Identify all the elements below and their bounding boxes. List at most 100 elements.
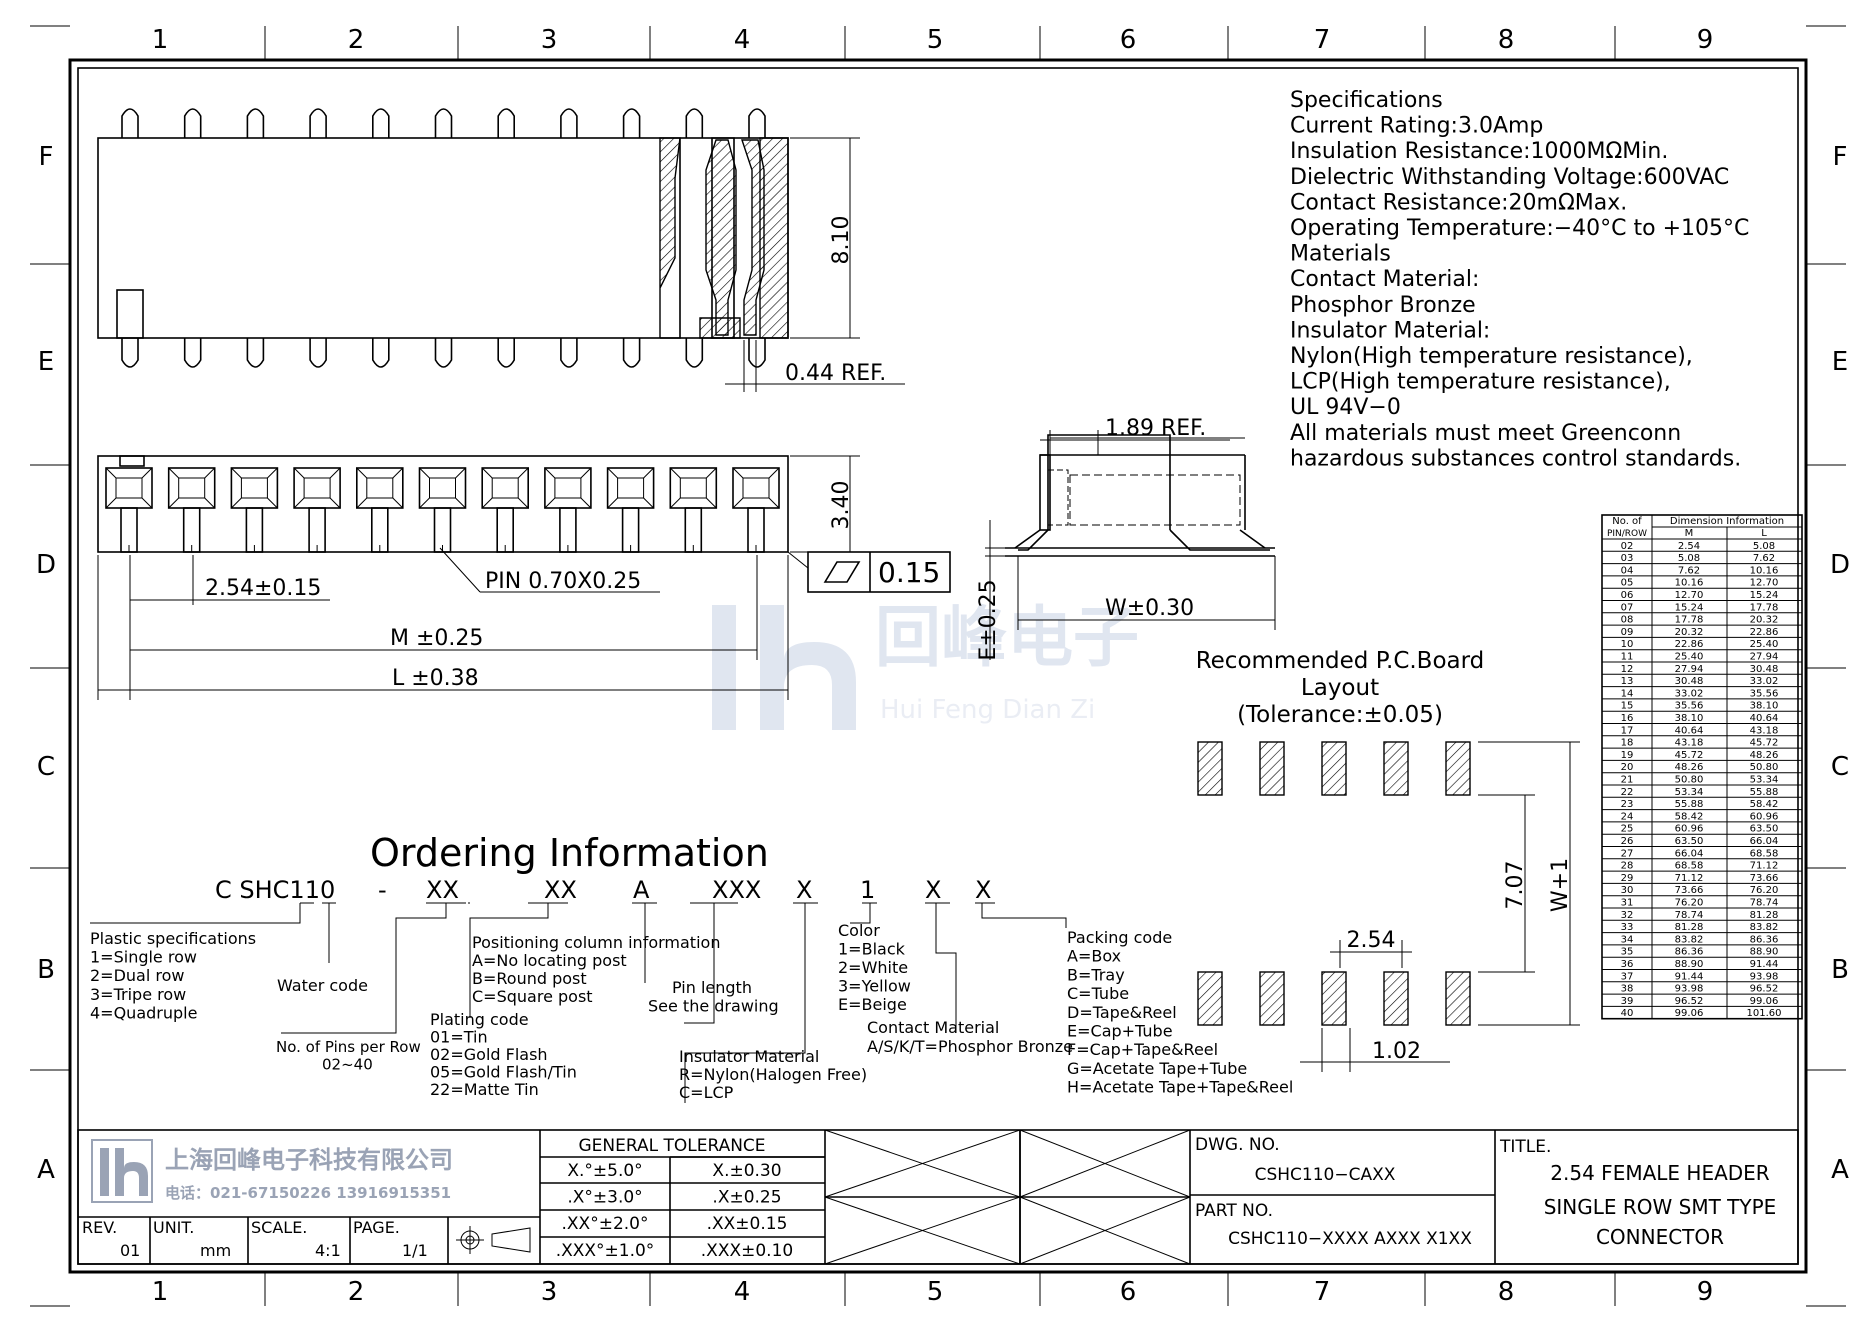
table-cell-l: 30.48 <box>1750 664 1779 675</box>
table-cell-pins: 09 <box>1621 627 1634 638</box>
table-cell-pins: 21 <box>1621 775 1634 786</box>
page-value: 1/1 <box>402 1241 428 1260</box>
table-cell-m: 91.44 <box>1675 971 1704 982</box>
table-cell-pins: 30 <box>1621 885 1634 896</box>
column-marker: 4 <box>734 1277 751 1307</box>
ordering-line: A/S/K/T=Phosphor Bronze <box>867 1037 1073 1056</box>
spec-line: Phosphor Bronze <box>1290 293 1476 318</box>
ordering-line: 1=Black <box>838 940 906 959</box>
table-cell-pins: 39 <box>1621 996 1634 1007</box>
ordering-line: 3=Tripe row <box>90 985 186 1004</box>
table-cell-l: 66.04 <box>1750 836 1779 847</box>
row-marker: F <box>1833 142 1848 172</box>
table-cell-pins: 07 <box>1621 602 1634 613</box>
table-cell-l: 25.40 <box>1750 639 1779 650</box>
ordering-line: C=Square post <box>472 987 593 1006</box>
tolerance-angle: .X°±3.0° <box>567 1188 642 1208</box>
table-header-pins: No. of <box>1612 516 1642 527</box>
table-cell-m: 38.10 <box>1675 713 1704 724</box>
table-row: 37 91.44 93.98 <box>1621 971 1779 982</box>
spec-line: Nylon(High temperature resistance), <box>1290 344 1693 369</box>
tolerance-linear: .XX±0.15 <box>707 1214 788 1234</box>
ordering-line: Pin length <box>672 978 752 997</box>
table-cell-pins: 20 <box>1621 762 1634 773</box>
table-cell-l: 93.98 <box>1750 971 1779 982</box>
table-cell-m: 7.62 <box>1678 565 1700 576</box>
ordering-line: 2=Dual row <box>90 966 184 985</box>
title-line-3: CONNECTOR <box>1596 1225 1724 1249</box>
spec-line: UL 94V−0 <box>1290 395 1401 420</box>
table-cell-pins: 02 <box>1621 541 1634 552</box>
tolerance-linear: .XXX±0.10 <box>701 1241 793 1261</box>
tolerance-angle: .XXX°±1.0° <box>556 1241 655 1261</box>
tolerance-title: GENERAL TOLERANCE <box>578 1136 765 1156</box>
spec-line: LCP(High temperature resistance), <box>1290 370 1671 395</box>
table-cell-pins: 17 <box>1621 725 1634 736</box>
unit-label: UNIT. <box>153 1218 194 1237</box>
table-cell-m: 96.52 <box>1675 996 1704 1007</box>
company-phone: 电话：021-67150226 13916915351 <box>165 1184 451 1202</box>
ordering-code-segment: XX <box>426 876 459 904</box>
spec-line: Dielectric Withstanding Voltage:600VAC <box>1290 165 1729 190</box>
ordering-line: Color <box>838 921 880 940</box>
frame-ticks <box>30 25 1846 1307</box>
table-cell-pins: 18 <box>1621 738 1634 749</box>
table-cell-pins: 31 <box>1621 898 1634 909</box>
table-cell-l: 63.50 <box>1750 824 1779 835</box>
ordering-line: Contact Material <box>867 1018 999 1037</box>
row-marker: B <box>37 955 55 985</box>
ordering-line: B=Tray <box>1067 965 1125 984</box>
table-cell-m: 76.20 <box>1675 898 1704 909</box>
table-cell-l: 27.94 <box>1750 652 1779 663</box>
table-cell-l: 22.86 <box>1750 627 1779 638</box>
ordering-line: A=No locating post <box>472 951 627 970</box>
table-cell-m: 25.40 <box>1675 652 1704 663</box>
spec-line: Insulation Resistance:1000MΩMin. <box>1290 139 1668 164</box>
table-cell-pins: 15 <box>1621 701 1634 712</box>
table-cell-pins: 35 <box>1621 947 1634 958</box>
table-cell-m: 78.74 <box>1675 910 1704 921</box>
company-name: 上海回峰电子科技有限公司 <box>165 1146 453 1174</box>
row-marker: D <box>36 550 56 580</box>
table-cell-pins: 37 <box>1621 971 1634 982</box>
column-marker: 9 <box>1697 25 1714 55</box>
ordering-line: Insulator Material <box>679 1047 819 1066</box>
table-cell-m: 93.98 <box>1675 984 1704 995</box>
table-cell-m: 50.80 <box>1675 775 1704 786</box>
table-cell-pins: 14 <box>1621 688 1634 699</box>
pcb-title-1: Recommended P.C.Board <box>1196 648 1485 674</box>
ordering-line: No. of Pins per Row <box>276 1038 421 1056</box>
page-label: PAGE. <box>353 1218 400 1237</box>
table-cell-m: 66.04 <box>1675 848 1704 859</box>
table-cell-l: 33.02 <box>1750 676 1779 687</box>
table-cell-l: 12.70 <box>1750 578 1779 589</box>
table-cell-pins: 34 <box>1621 934 1634 945</box>
tolerance-linear: .X±0.25 <box>712 1188 781 1208</box>
table-cell-pins: 24 <box>1621 811 1634 822</box>
table-cell-m: 58.42 <box>1675 811 1704 822</box>
table-cell-m: 73.66 <box>1675 885 1704 896</box>
scale-label: SCALE. <box>251 1218 307 1237</box>
table-cell-l: 35.56 <box>1750 688 1779 699</box>
pcb-pad <box>1445 741 1471 796</box>
pcb-title-3: (Tolerance:±0.05) <box>1237 702 1443 728</box>
table-cell-m: 68.58 <box>1675 861 1704 872</box>
dwg-label: DWG. NO. <box>1195 1135 1280 1155</box>
